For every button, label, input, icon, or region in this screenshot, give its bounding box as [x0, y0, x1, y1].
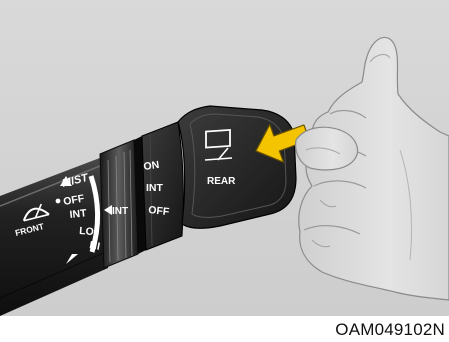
knob-label-on: ON: [143, 159, 160, 173]
int-ring[interactable]: [100, 140, 138, 268]
knob-label-int: INT: [146, 182, 164, 194]
cap-label-rear: REAR: [207, 176, 236, 187]
stalk-label-int: INT: [69, 207, 88, 221]
stalk-dot-off: [56, 199, 61, 204]
figure-code: OAM049102N: [335, 320, 445, 340]
stalk-label-hi: HI: [88, 239, 101, 253]
rear-washer-button[interactable]: [178, 106, 296, 228]
knob-label-off: OFF: [148, 204, 171, 218]
stalk-label-lo: LO: [79, 225, 94, 238]
ring-label-int: INT: [112, 206, 128, 217]
